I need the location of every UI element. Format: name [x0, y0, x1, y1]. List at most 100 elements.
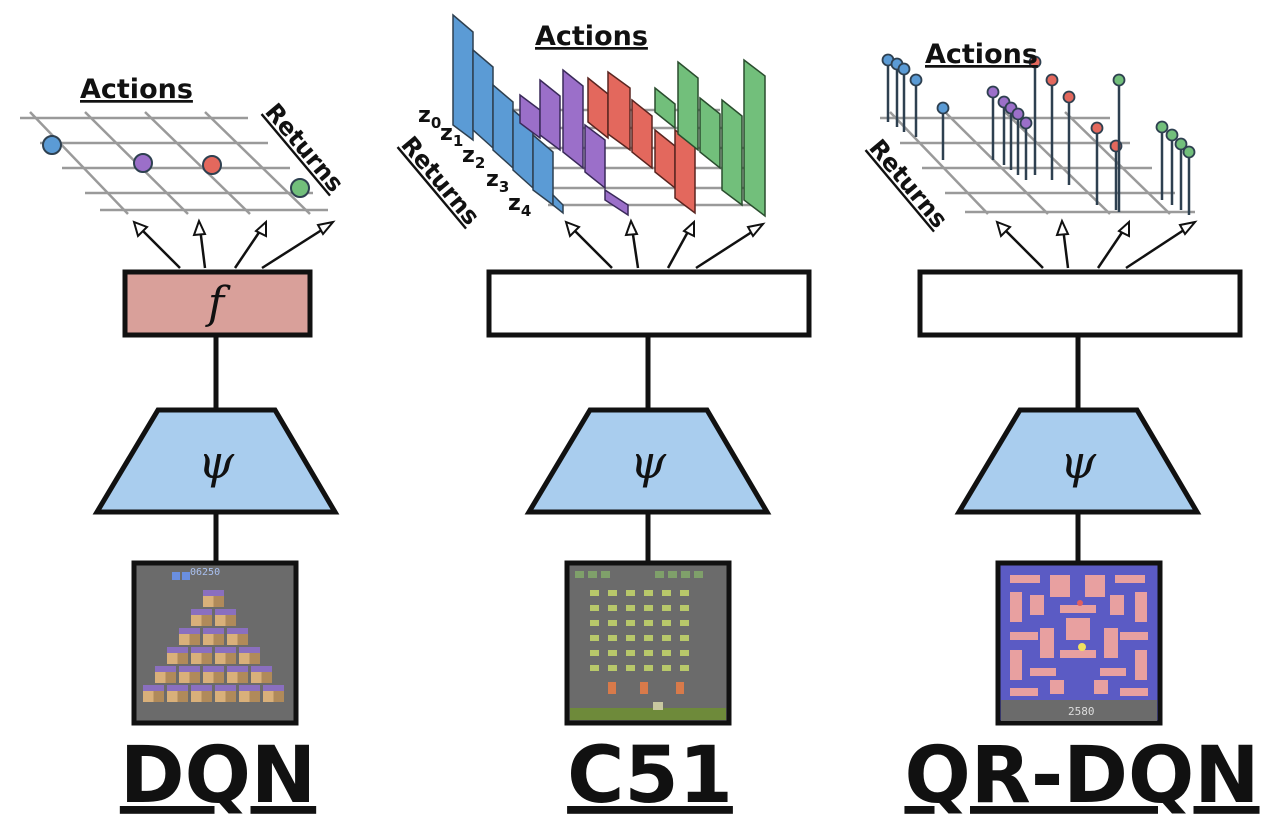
invader	[644, 590, 653, 596]
quantile-dot	[1174, 137, 1188, 151]
qrdqn-game-frame: 2580	[995, 560, 1163, 726]
c51-distribution-action-2	[519, 68, 629, 217]
maze-wall	[1010, 688, 1038, 696]
qbert-cube-top	[203, 666, 224, 672]
c51-distribution-action-4	[654, 58, 766, 218]
invader-bunker	[640, 682, 648, 694]
qbert-cube-right	[237, 672, 248, 683]
qbert-cube-top	[227, 628, 248, 634]
maze-wall	[1120, 632, 1148, 640]
dqn-game-frame: 06250	[131, 560, 299, 726]
qbert-cube-top	[239, 647, 260, 653]
invader-score-block	[681, 571, 690, 578]
maze-wall	[1040, 628, 1054, 658]
maze-wall	[1010, 592, 1022, 622]
invader	[626, 605, 635, 611]
dqn-q-value-action-4	[290, 178, 310, 198]
invader	[590, 620, 599, 626]
qbert-cube-right	[153, 691, 164, 702]
invader-score-block	[575, 571, 584, 578]
trapezoid-encoder-icon	[524, 407, 772, 515]
qbert-cube-right	[189, 672, 200, 683]
invader	[680, 650, 689, 656]
qbert-cube-right	[225, 691, 236, 702]
trapezoid-encoder-icon	[954, 407, 1202, 515]
maze-wall	[1100, 668, 1126, 676]
quantile-dot	[936, 101, 950, 115]
qbert-cube-right	[165, 672, 176, 683]
dqn-encoder-symbol: ψ	[198, 435, 235, 489]
invader	[608, 635, 617, 641]
qbert-cube-left	[179, 634, 190, 645]
invader	[662, 635, 671, 641]
qbert-cube-top	[155, 666, 176, 672]
qbert-cube-right	[225, 615, 236, 626]
space-invaders-scene	[570, 571, 726, 720]
c51-atom-label: z0	[418, 103, 441, 132]
quantile-dot	[1019, 116, 1033, 130]
ghost-sprite	[1077, 600, 1083, 606]
dqn-actions-label: Actions	[80, 74, 193, 105]
quantile-dot	[1165, 128, 1179, 142]
invader-ground	[570, 708, 726, 720]
qbert-cube-left	[215, 653, 226, 664]
qbert-cube-top	[191, 609, 212, 615]
qbert-cube-top	[215, 609, 236, 615]
invader	[626, 665, 635, 671]
invader	[680, 665, 689, 671]
invader-score-block	[588, 571, 597, 578]
c51-encoder-symbol: ψ	[630, 435, 667, 489]
maze-wall	[1060, 605, 1096, 613]
quantile-dot	[909, 73, 923, 87]
dqn-q-value-action-2	[133, 153, 153, 173]
qbert-cube-left	[239, 653, 250, 664]
quantile-dot	[1090, 121, 1104, 135]
invader	[644, 665, 653, 671]
invader	[590, 590, 599, 596]
qbert-cube-left	[191, 615, 202, 626]
c51-output-arrows	[564, 218, 766, 270]
qbert-cube-left	[179, 672, 190, 683]
qbert-life	[182, 572, 190, 580]
dqn-q-value-action-3	[202, 155, 222, 175]
quantile-dot	[1155, 120, 1169, 134]
invader-bunker	[608, 682, 616, 694]
qbert-cube-left	[203, 596, 214, 607]
invader-bunker	[676, 682, 684, 694]
invader	[680, 620, 689, 626]
quantile-dot	[1045, 73, 1059, 87]
invader	[644, 650, 653, 656]
maze-wall	[1135, 650, 1147, 680]
invader	[680, 605, 689, 611]
qbert-cube-top	[263, 685, 284, 691]
qbert-cube-left	[227, 634, 238, 645]
qbert-pyramid	[143, 572, 284, 702]
invader	[590, 665, 599, 671]
qbert-life	[172, 572, 180, 580]
arrow-icon	[254, 219, 267, 238]
trapezoid-encoder-icon	[92, 407, 340, 515]
invader-score-block	[668, 571, 677, 578]
qbert-cube-left	[215, 691, 226, 702]
maze-wall	[1060, 650, 1096, 658]
qbert-cube-top	[215, 685, 236, 691]
maze-wall	[1030, 668, 1056, 676]
qbert-cube-right	[189, 634, 200, 645]
maze-wall	[1135, 592, 1147, 622]
arrow-icon	[132, 220, 149, 238]
dqn-game-score: 06250	[190, 567, 220, 578]
qbert-cube-top	[239, 685, 260, 691]
maze-wall	[1010, 650, 1022, 680]
invader	[608, 605, 617, 611]
qbert-cube-left	[239, 691, 250, 702]
invader	[590, 650, 599, 656]
maze-wall	[1066, 618, 1090, 640]
invader	[662, 605, 671, 611]
dqn-q-value-action-1	[42, 135, 62, 155]
dqn-column: Actions Returns f ψ 06250 DQN	[20, 74, 349, 821]
c51-game-frame	[564, 560, 732, 726]
c51-atom-label: z4	[508, 191, 531, 220]
